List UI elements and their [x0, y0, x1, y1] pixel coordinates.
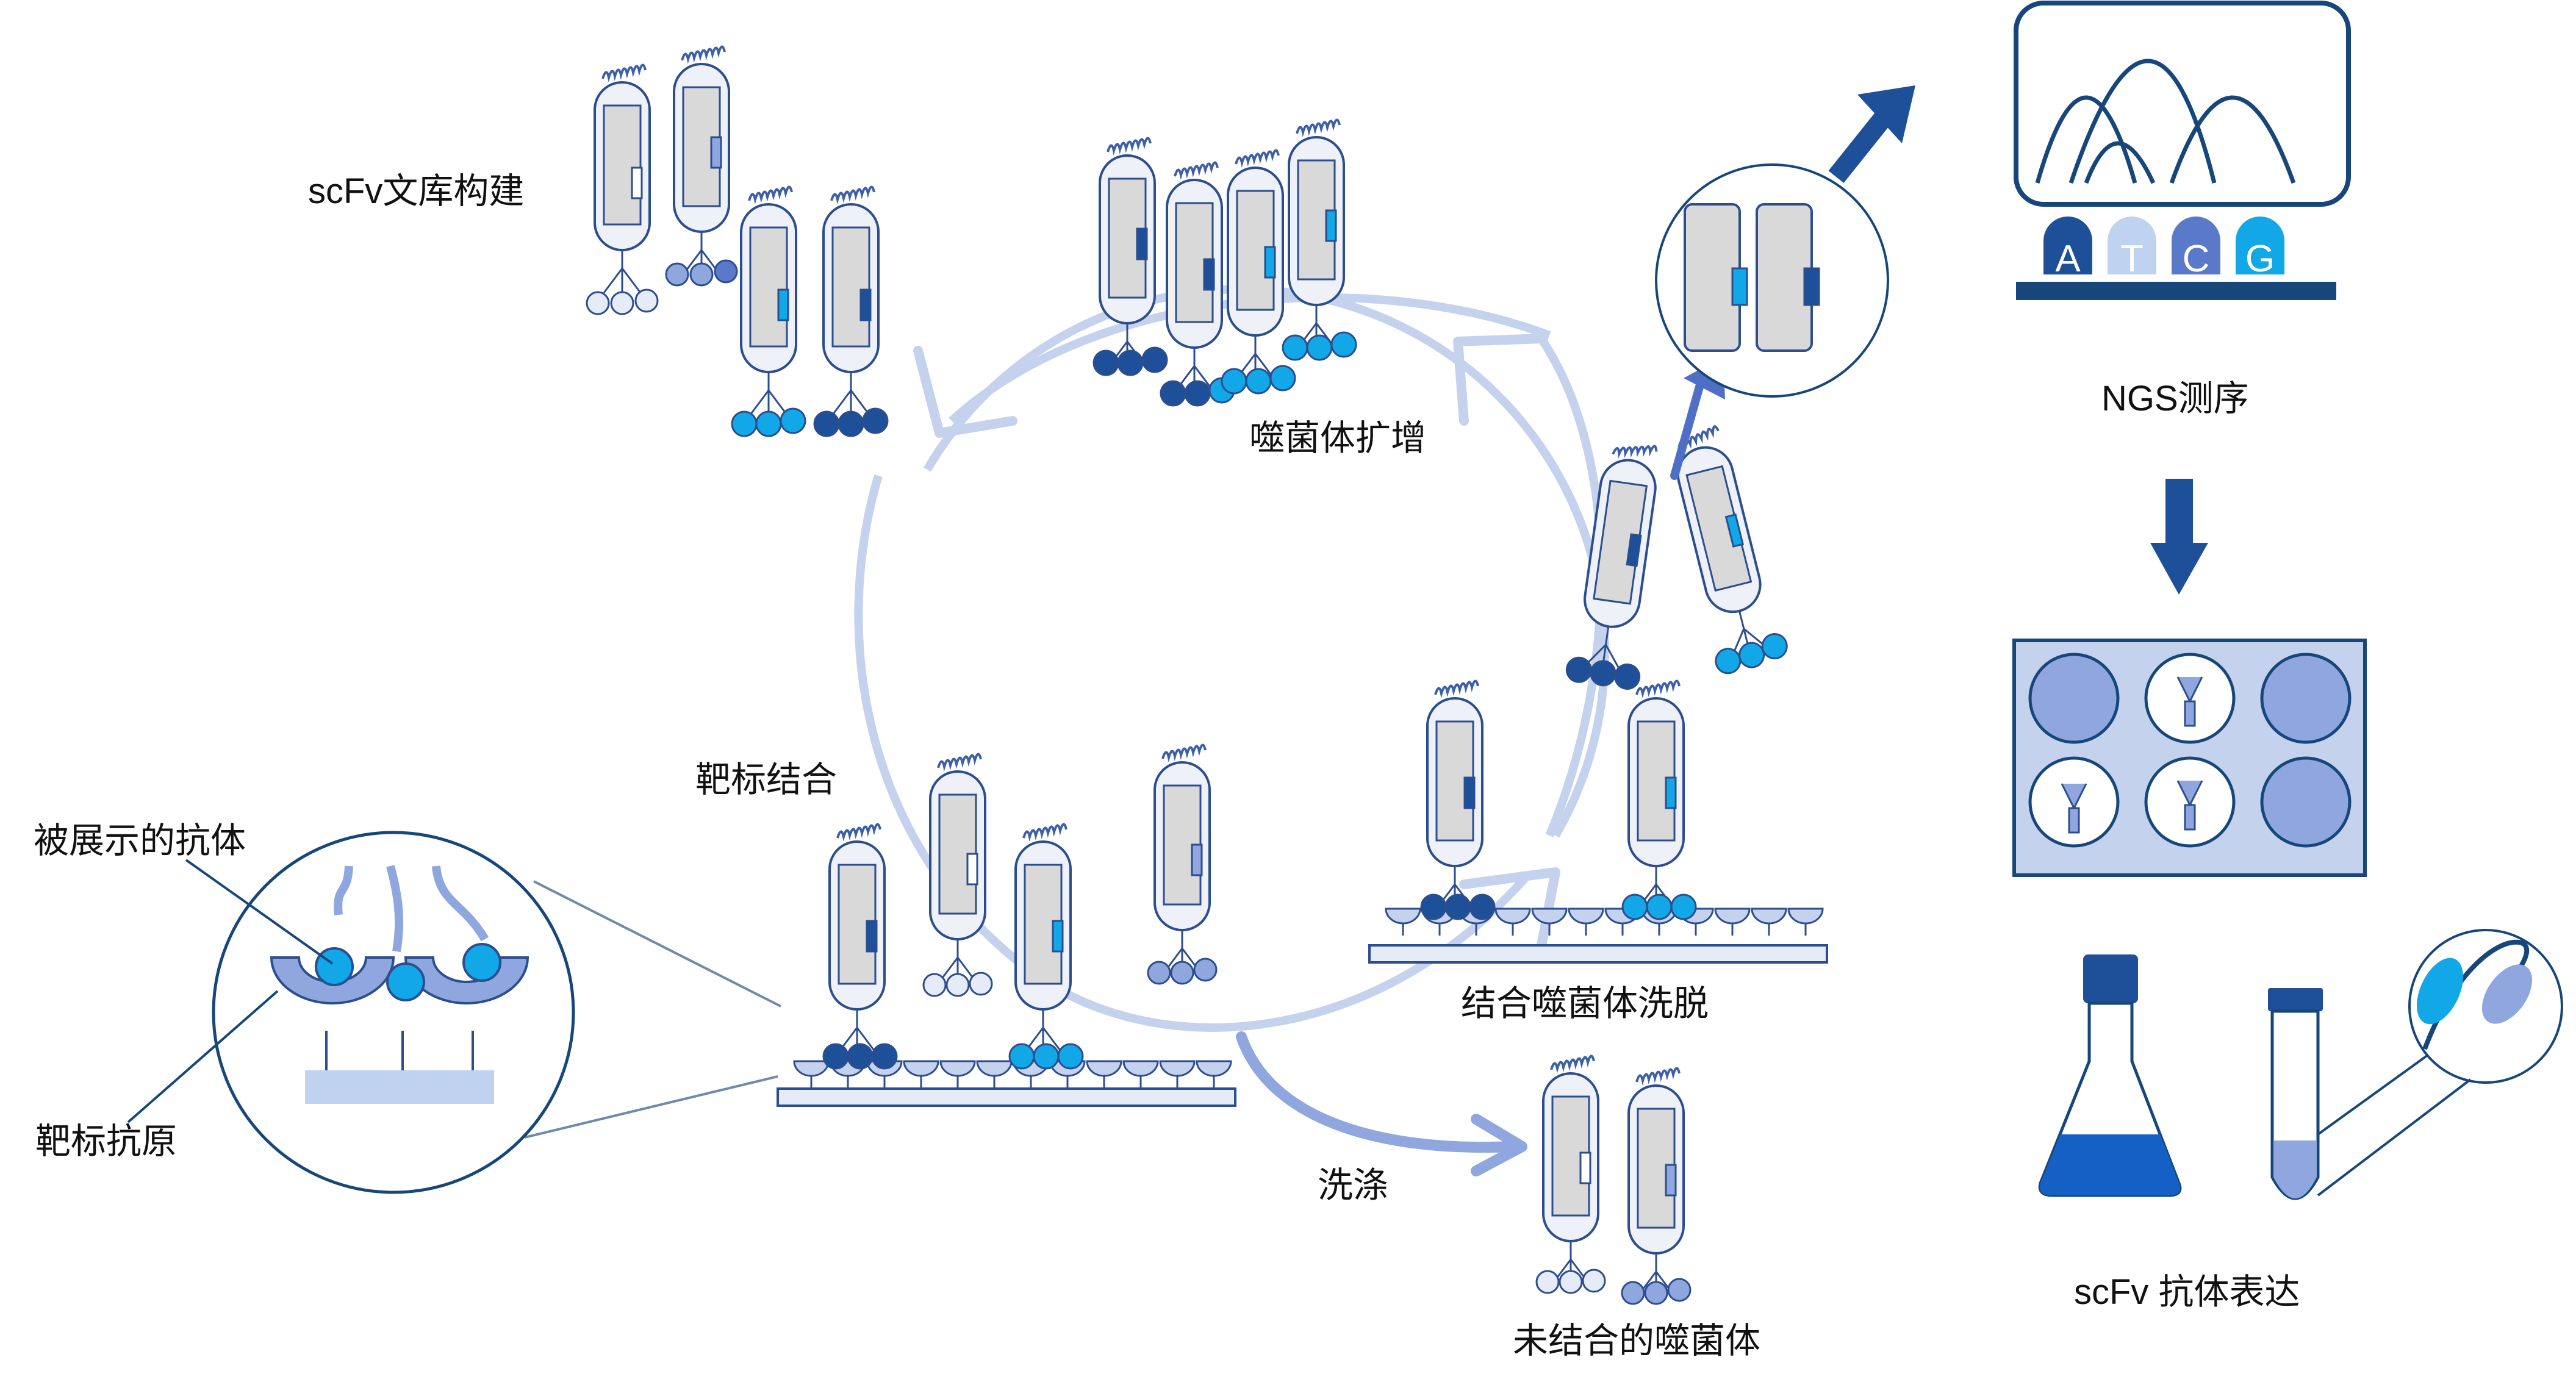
culture-flask [2038, 954, 2182, 1197]
base-g: G [2245, 238, 2275, 280]
target-antigen-label: 靶标抗原 [35, 1122, 178, 1161]
phage-zoom-circle [1655, 163, 1889, 398]
base-a: A [2055, 238, 2081, 280]
library-label: scFv文库构建 [308, 171, 525, 211]
elution-surface [1368, 679, 1828, 964]
ngs-chromatogram: A T C G [2014, 1, 2351, 300]
binding-surface [777, 743, 1236, 1107]
base-c: C [2183, 238, 2210, 280]
unbound-label: 未结合的噬菌体 [1513, 1321, 1761, 1361]
eluted-phages [1565, 423, 1788, 690]
well-plate [2012, 639, 2367, 877]
purification-tube [2268, 929, 2563, 1200]
amplify-label: 噬菌体扩增 [1249, 418, 1427, 458]
unbound-phages [1535, 1054, 1692, 1305]
wash-arrow [1236, 1031, 1527, 1176]
ngs-label: NGS测序 [2101, 379, 2249, 418]
displayed-antibody-label: 被展示的抗体 [34, 821, 246, 861]
target-binding-label: 靶标结合 [695, 760, 838, 800]
wash-label: 洗涤 [1318, 1165, 1389, 1205]
amplified-phages [1092, 118, 1357, 407]
scfv-library-phages [586, 45, 889, 437]
binding-zoom-circle [127, 831, 781, 1194]
down-arrow [2150, 479, 2208, 595]
ngs-arrow [1828, 85, 1915, 183]
elution-label: 结合噬菌体洗脱 [1461, 984, 1709, 1023]
expression-label: scFv 抗体表达 [2074, 1272, 2300, 1312]
base-t: T [2120, 238, 2144, 280]
